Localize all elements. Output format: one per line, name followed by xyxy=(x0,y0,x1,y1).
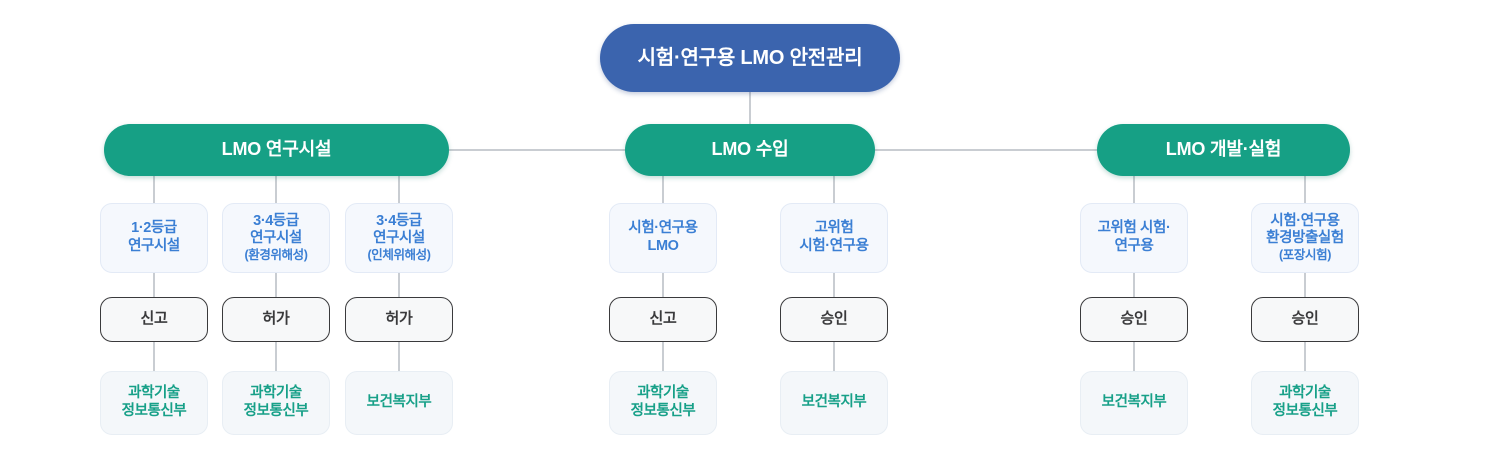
category-line-second: LMO xyxy=(647,238,679,254)
ministry-line-2: 정보통신부 xyxy=(630,403,696,419)
category-line-second: 연구시설 xyxy=(373,230,425,247)
category-line-second: 시험·연구용 xyxy=(799,238,869,254)
branch-node-label: LMO 연구시설 xyxy=(221,139,332,160)
root-node-lmo-safety-management[interactable]: 시험·연구용 LMO 안전관리 xyxy=(600,24,900,92)
ministry-line-1: 보건복지부 xyxy=(1101,394,1167,411)
category-line-second: 연구용 xyxy=(1114,238,1154,254)
category-line-main: 고위험 시험· xyxy=(1097,220,1171,237)
category-box-research-lmo[interactable]: 시험·연구용 LMO xyxy=(609,203,717,273)
category-box-high-risk-test[interactable]: 고위험 시험· 연구용 xyxy=(1080,203,1188,273)
category-line-sub: (인체위해성) xyxy=(367,248,431,263)
action-box-label: 허가 xyxy=(385,310,413,328)
ministry-line-1: 과학기술 xyxy=(1279,385,1331,402)
ministry-box-mohw-2[interactable]: 보건복지부 xyxy=(780,371,888,435)
category-line-second: 환경방출실험 xyxy=(1266,230,1344,247)
category-line-main: 시험·연구용 xyxy=(628,220,698,237)
branch-node-import[interactable]: LMO 수입 xyxy=(625,124,875,176)
category-box-grade-3-4-env[interactable]: 3·4등급 연구시설 (환경위해성) xyxy=(222,203,330,273)
action-box-approval-2[interactable]: 승인 xyxy=(1080,297,1188,342)
category-box-grade-3-4-human[interactable]: 3·4등급 연구시설 (인체위해성) xyxy=(345,203,453,273)
ministry-line-1: 과학기술 xyxy=(250,385,302,402)
action-box-approval-3[interactable]: 승인 xyxy=(1251,297,1359,342)
action-box-report-2[interactable]: 신고 xyxy=(609,297,717,342)
action-box-label: 신고 xyxy=(649,310,677,328)
ministry-line-1: 과학기술 xyxy=(128,385,180,402)
action-box-label: 승인 xyxy=(1291,310,1319,328)
ministry-line-1: 보건복지부 xyxy=(801,394,867,411)
category-line-second: 연구시설 xyxy=(128,238,180,254)
action-box-report-1[interactable]: 신고 xyxy=(100,297,208,342)
branch-node-development-experiment[interactable]: LMO 개발·실험 xyxy=(1097,124,1350,176)
ministry-box-msit-2[interactable]: 과학기술 정보통신부 xyxy=(222,371,330,435)
ministry-line-2: 정보통신부 xyxy=(243,403,309,419)
action-box-label: 허가 xyxy=(262,310,290,328)
action-box-permit-1[interactable]: 허가 xyxy=(222,297,330,342)
category-line-main: 시험·연구용 xyxy=(1270,212,1340,229)
category-line-main: 고위험 xyxy=(814,220,854,237)
branch-node-label: LMO 수입 xyxy=(711,139,789,160)
ministry-box-mohw-1[interactable]: 보건복지부 xyxy=(345,371,453,435)
category-line-sub: (포장시험) xyxy=(1279,248,1331,263)
category-box-grade-1-2-facility[interactable]: 1·2등급 연구시설 xyxy=(100,203,208,273)
ministry-box-mohw-3[interactable]: 보건복지부 xyxy=(1080,371,1188,435)
action-box-permit-2[interactable]: 허가 xyxy=(345,297,453,342)
ministry-box-msit-1[interactable]: 과학기술 정보통신부 xyxy=(100,371,208,435)
root-node-label: 시험·연구용 LMO 안전관리 xyxy=(637,46,863,69)
category-line-sub: (환경위해성) xyxy=(244,248,308,263)
action-box-approval-1[interactable]: 승인 xyxy=(780,297,888,342)
branch-node-research-facility[interactable]: LMO 연구시설 xyxy=(104,124,449,176)
ministry-line-1: 보건복지부 xyxy=(366,394,432,411)
category-line-main: 3·4등급 xyxy=(253,212,299,229)
category-box-env-release-test[interactable]: 시험·연구용 환경방출실험 (포장시험) xyxy=(1251,203,1359,273)
action-box-label: 승인 xyxy=(820,310,848,328)
category-box-high-risk-research[interactable]: 고위험 시험·연구용 xyxy=(780,203,888,273)
branch-node-label: LMO 개발·실험 xyxy=(1165,139,1282,160)
ministry-box-msit-3[interactable]: 과학기술 정보통신부 xyxy=(609,371,717,435)
action-box-label: 승인 xyxy=(1120,310,1148,328)
ministry-line-2: 정보통신부 xyxy=(121,403,187,419)
action-box-label: 신고 xyxy=(140,310,168,328)
ministry-line-1: 과학기술 xyxy=(637,385,689,402)
ministry-line-2: 정보통신부 xyxy=(1272,403,1338,419)
category-line-second: 연구시설 xyxy=(250,230,302,247)
ministry-box-msit-4[interactable]: 과학기술 정보통신부 xyxy=(1251,371,1359,435)
category-line-main: 1·2등급 xyxy=(131,220,177,237)
category-line-main: 3·4등급 xyxy=(376,212,422,229)
